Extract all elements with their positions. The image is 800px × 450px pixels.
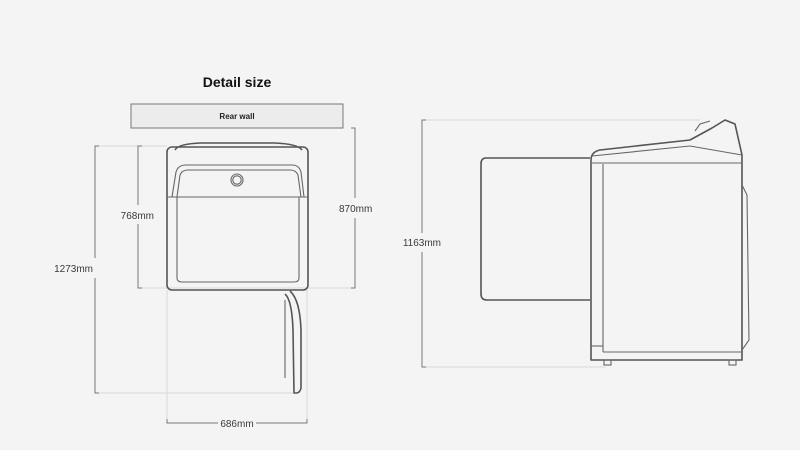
dim-1163-label: 1163mm — [403, 238, 441, 249]
top-view-washer — [166, 142, 309, 394]
dim-1163: 1163mm — [403, 119, 441, 368]
dim-768-label: 768mm — [121, 211, 154, 222]
dim-1273: 1273mm — [54, 145, 99, 394]
diagram-title: Detail size — [203, 74, 272, 90]
dim-870: 870mm — [339, 127, 372, 289]
dim-870-label: 870mm — [339, 204, 372, 215]
dim-686-label: 686mm — [220, 419, 253, 430]
dim-1273-label: 1273mm — [54, 264, 93, 275]
extension-lines — [95, 119, 700, 423]
dim-768: 768mm — [121, 145, 154, 289]
side-view-washer — [480, 119, 750, 366]
rear-wall-label: Rear wall — [219, 112, 254, 121]
rear-wall: Rear wall — [130, 103, 344, 129]
dim-686: 686mm — [166, 419, 308, 430]
